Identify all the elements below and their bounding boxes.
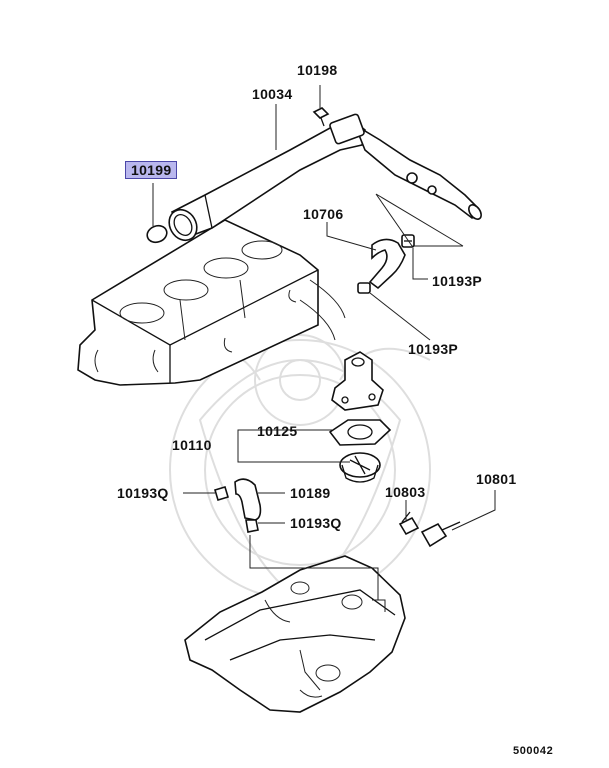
callout-10199-highlighted[interactable]: 10199 — [125, 161, 178, 179]
gasket-10125 — [328, 419, 392, 446]
callout-10193Q-left[interactable]: 10193Q — [117, 485, 169, 501]
cylinder-block — [77, 219, 346, 386]
diagram-reference-number: 500042 — [513, 745, 554, 757]
hose-10189 — [234, 478, 262, 521]
callout-10801[interactable]: 10801 — [476, 471, 517, 487]
hose-10706 — [357, 234, 415, 294]
o-ring-10199 — [146, 224, 168, 244]
callout-10125[interactable]: 10125 — [257, 423, 298, 439]
intake-manifold — [184, 555, 406, 713]
callout-10706[interactable]: 10706 — [303, 206, 344, 222]
cap-10193Q-b — [245, 519, 259, 533]
leader-lines — [152, 85, 496, 600]
water-pipe-10034 — [168, 113, 482, 242]
callout-10193P-lower[interactable]: 10193P — [408, 341, 459, 357]
bolt-10198 — [312, 107, 330, 127]
callout-10193Q-right[interactable]: 10193Q — [290, 515, 342, 531]
sender-10801 — [420, 521, 461, 548]
callout-10110[interactable]: 10110 — [172, 437, 212, 453]
callout-10193P-upper[interactable]: 10193P — [432, 273, 483, 289]
callout-10189[interactable]: 10189 — [290, 485, 331, 501]
thermostat-housing — [331, 351, 384, 411]
callout-10034[interactable]: 10034 — [252, 86, 293, 102]
cap-10193Q-a — [214, 486, 229, 501]
callout-10198[interactable]: 10198 — [297, 62, 338, 78]
thermostat-10110 — [339, 452, 381, 483]
callout-10803[interactable]: 10803 — [385, 484, 426, 500]
